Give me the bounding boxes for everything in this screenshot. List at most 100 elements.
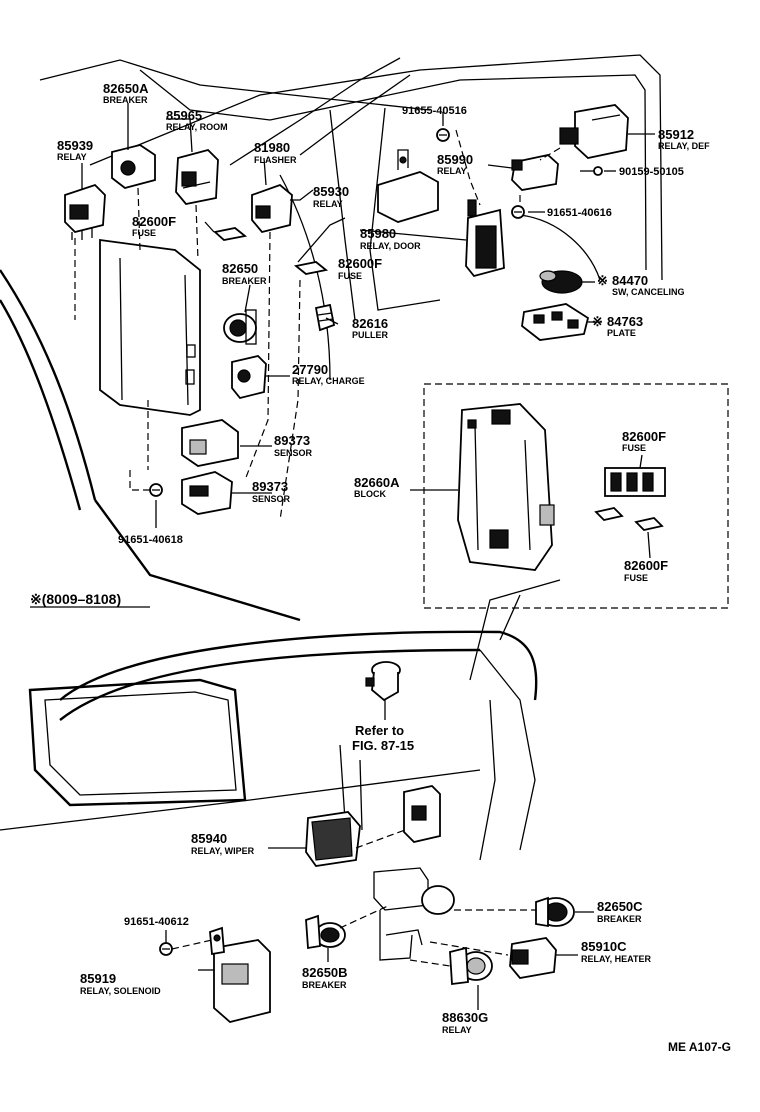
screw-90159-50105-part [580,166,603,176]
label-84470-no: 84470 [612,273,648,288]
refer-connector-part [365,661,401,702]
refer-line-2: FIG. 87-15 [352,738,414,753]
label-82600F-d-name: FUSE [624,573,648,583]
label-89373-a-no: 89373 [274,433,310,448]
label-85912-no: 85912 [658,127,694,142]
fuse-82600F-mid-part [293,261,329,275]
breaker-82650B-part [305,914,346,950]
relay-85940-part [305,811,361,867]
label-85965-no: 85965 [166,108,202,123]
label-91651-40612: 91651-40612 [124,916,189,928]
plate-84763-part [521,303,590,341]
relay-88630G-part [449,946,493,986]
mount-lower-center [373,867,455,961]
label-84470-name: SW, CANCELING [612,287,685,297]
relay-85980-part [465,199,505,278]
dashboard-lower-outline [0,579,561,861]
label-85990-name: RELAY [437,166,467,176]
relay-85930-part [377,149,439,223]
label-85912-name: RELAY, DEF [658,141,710,151]
label-85940-name: RELAY, WIPER [191,846,255,856]
fuse-82600F-box-upper-part [604,467,666,497]
label-84763-mark: ※ [592,314,603,329]
relay-85912-part [559,104,629,159]
label-84763-name: PLATE [607,328,636,338]
label-82650C-name: BREAKER [597,914,642,924]
refer-line-1: Refer to [355,723,404,738]
label-82616-no: 82616 [352,316,388,331]
label-81980-name: FLASHER [254,155,297,165]
label-88630G-no: 88630G [442,1010,488,1025]
callout-labels: 82650A BREAKER 85965 RELAY, ROOM 85939 R… [30,81,731,1054]
label-82650-no: 82650 [222,261,258,276]
switch-84470-part [539,270,583,294]
label-82650C-no: 82650C [597,899,643,914]
breaker-82650C-part [535,896,575,928]
bracket-center-part [403,785,441,843]
label-82650A-name: BREAKER [103,95,148,105]
label-82600F-a-no: 82600F [132,214,176,229]
label-91655-40516: 91655-40516 [402,105,467,117]
fuse-82600F-box-lower-part [594,507,664,531]
label-85930-no: 85930 [313,184,349,199]
label-89373-b-no: 89373 [252,479,288,494]
label-90159-50105: 90159-50105 [619,166,684,178]
label-85939-no: 85939 [57,138,93,153]
label-89373-b-name: SENSOR [252,494,291,504]
bolt-91651-40616-part [511,205,525,219]
label-88630G-name: RELAY [442,1025,472,1035]
fuse-82600F-left-part [213,227,248,241]
label-85980-no: 85980 [360,226,396,241]
label-85990-no: 85990 [437,152,473,167]
label-85910C-name: RELAY, HEATER [581,954,652,964]
label-82616-name: PULLER [352,330,389,340]
label-85919-no: 85919 [80,971,116,986]
breaker-82650A-part [111,144,156,189]
sensor-89373-upper-part [181,419,239,467]
leader-lines-upper [81,103,655,559]
label-85939-name: RELAY [57,152,87,162]
relay-85990-part [511,154,559,191]
bolt-91651-40618-part [149,483,163,497]
label-85910C-no: 85910C [581,939,627,954]
label-85930-name: RELAY [313,199,343,209]
production-note: ※(8009–8108) [30,591,121,607]
relay-27790-part [231,355,267,400]
label-82600F-b-no: 82600F [338,256,382,271]
label-27790-no: 27790 [292,362,328,377]
label-84470-mark: ※ [597,273,608,288]
label-89373-a-name: SENSOR [274,448,313,458]
label-82660A-name: BLOCK [354,489,386,499]
bolt-91651-40612-part [159,942,173,956]
label-82600F-b-name: FUSE [338,271,362,281]
label-91651-40616: 91651-40616 [547,207,612,219]
label-82650A-no: 82650A [103,81,149,96]
bolt-91655-40516-part [436,128,450,142]
assembly-dash-lines-lower [171,829,536,967]
label-85919-name: RELAY, SOLENOID [80,986,161,996]
label-91651-40618: 91651-40618 [118,534,183,546]
assembly-dash-lines-upper [74,129,561,521]
label-82650-name: BREAKER [222,276,267,286]
label-82650B-name: BREAKER [302,980,347,990]
label-84763-no: 84763 [607,314,643,329]
junction-block-left [99,238,201,416]
label-82600F-c-no: 82600F [622,429,666,444]
label-82600F-c-name: FUSE [622,443,646,453]
label-81980-no: 81980 [254,140,290,155]
sensor-89373-lower-part [181,471,233,515]
flasher-81980-part [251,183,293,234]
label-82660A-no: 82660A [354,475,400,490]
puller-82616-part [314,303,336,332]
breaker-82650-part [223,309,257,345]
relay-85965-part [175,148,219,205]
label-82600F-d-no: 82600F [624,558,668,573]
figure-code: ME A107-G [668,1040,731,1054]
label-82650B-no: 82650B [302,965,348,980]
relay-85939-part [64,183,106,240]
relay-85910C-part [509,937,557,979]
label-27790-name: RELAY, CHARGE [292,376,365,386]
label-85980-name: RELAY, DOOR [360,241,421,251]
